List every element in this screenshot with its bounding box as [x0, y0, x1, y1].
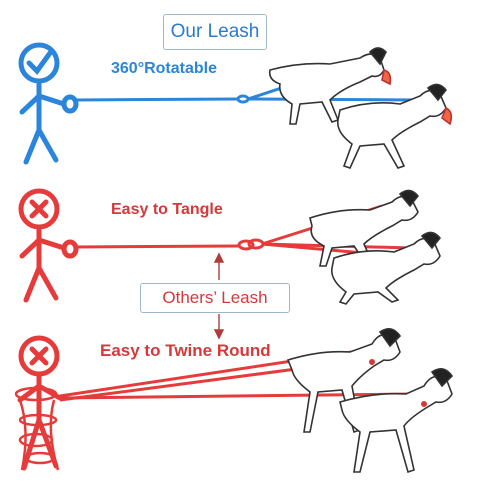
dog-tangle-top	[309, 189, 420, 267]
others-leash-label-box: Others’ Leash	[140, 283, 290, 313]
dalmatian-bottom	[339, 368, 454, 474]
tangled-leash-around-legs	[14, 386, 60, 471]
tangle-label: Easy to Tangle	[111, 201, 223, 218]
check-circle-icon	[26, 50, 53, 75]
dog-top	[268, 47, 392, 125]
dog-bottom	[336, 83, 453, 169]
arrows	[213, 252, 225, 340]
x-circle-icon	[29, 199, 49, 219]
twine-label: Easy to Twine Round	[100, 341, 271, 360]
dog-tangle-bottom	[330, 231, 442, 305]
rotatable-label: 360°Rotatable	[111, 60, 217, 77]
red-walker-figure-1	[18, 188, 79, 303]
dalmatian-top	[286, 328, 402, 434]
our-leash-label-box: Our Leash	[163, 14, 267, 50]
x-circle-icon	[29, 346, 49, 366]
